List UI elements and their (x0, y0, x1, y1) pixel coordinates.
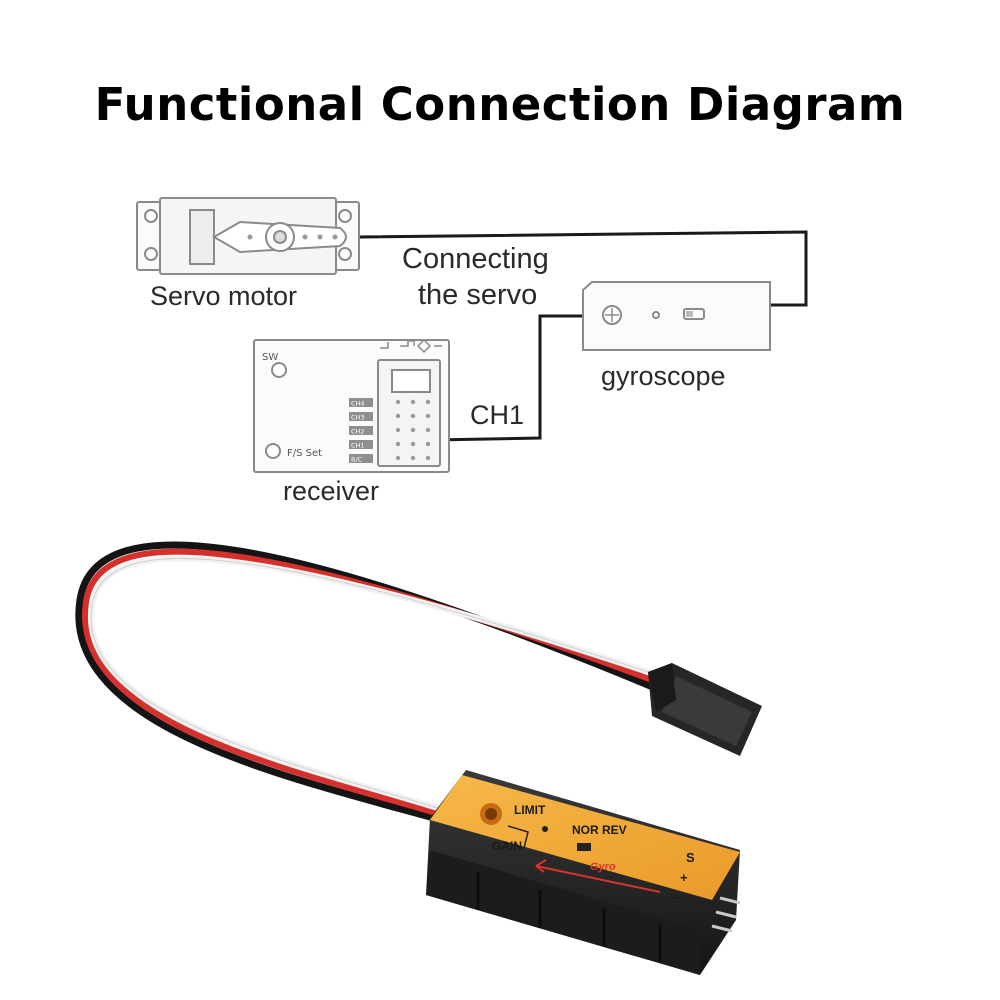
gyroscope-drawing (582, 281, 771, 351)
servo-gyro-wire (359, 230, 808, 307)
servo-connector-plug (648, 663, 762, 756)
receiver-gyro-wire (431, 314, 583, 442)
receiver-sw-label: SW (262, 352, 278, 363)
receiver-channel-tags: CH4 CH3 CH2 CH1 B/C (349, 398, 373, 464)
receiver-pin-grid (395, 399, 431, 461)
gyro-brand-label: Gyro (590, 861, 616, 873)
connection-label-line1: Connecting (402, 243, 549, 275)
three-wire-cable (75, 541, 664, 826)
receiver-ch1-tag: CH1 (351, 442, 365, 450)
servo-motor-label: Servo motor (150, 281, 297, 311)
gyro-device: LIMIT GAIN NOR REV Gyro S + − (426, 770, 741, 975)
pin-s-label: S (686, 850, 695, 865)
pin-minus-label: − (672, 890, 680, 905)
connection-label-line2: the servo (418, 279, 537, 311)
pin-plus-label: + (680, 870, 688, 885)
receiver-ch3-tag: CH3 (351, 414, 365, 422)
gyroscope-label: gyroscope (601, 361, 726, 391)
receiver-bc-tag: B/C (351, 456, 363, 464)
page-title: Functional Connection Diagram (94, 78, 906, 131)
nor-rev-label: NOR REV (572, 823, 627, 837)
limit-label: LIMIT (514, 803, 546, 817)
ch1-wire-label: CH1 (470, 400, 524, 430)
receiver-fs-set-label: F/S Set (287, 448, 322, 459)
receiver-label: receiver (283, 476, 379, 506)
receiver-ch4-tag: CH4 (351, 400, 365, 408)
gain-label: GAIN (492, 839, 522, 853)
header-pins (711, 896, 741, 933)
servo-motor-drawing (136, 197, 360, 275)
receiver-ch2-tag: CH2 (351, 428, 365, 436)
